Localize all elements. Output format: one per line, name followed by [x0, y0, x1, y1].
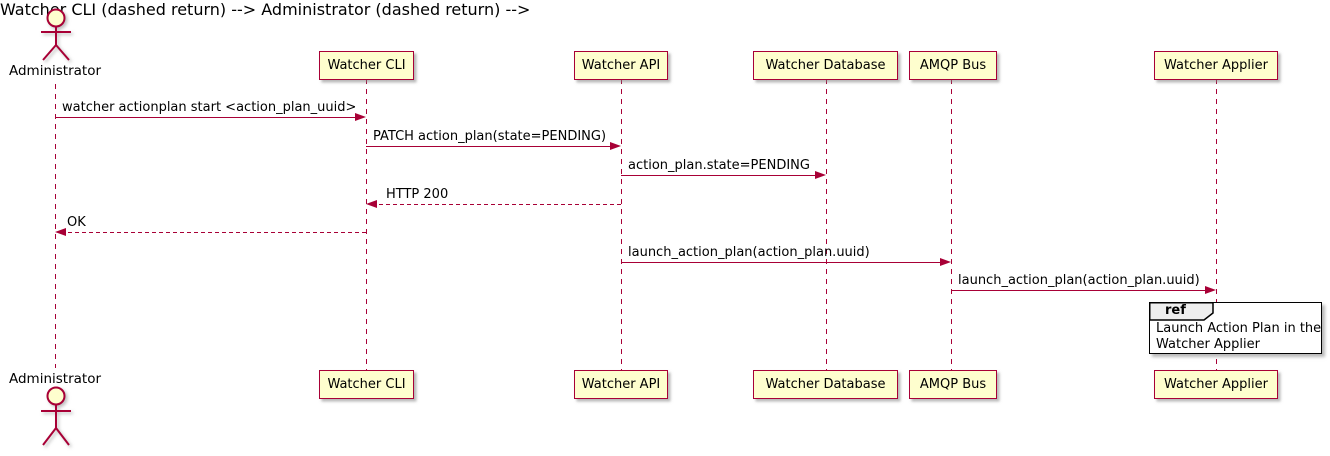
- participant-amqp-bus-top: AMQP Bus: [909, 51, 997, 80]
- message-label: PATCH action_plan(state=PENDING): [373, 129, 607, 144]
- message-label: HTTP 200: [386, 187, 449, 202]
- ref-tag: ref: [1165, 303, 1186, 318]
- message-label: launch_action_plan(action_plan.uuid): [958, 273, 1200, 288]
- arrowhead-right: [1205, 286, 1216, 294]
- actor-label-bottom: Administrator: [8, 371, 102, 387]
- message-line: [366, 146, 610, 147]
- lifeline-watcher-api: [621, 79, 622, 370]
- arrowhead-right: [610, 142, 621, 150]
- participant-watcher-cli-bottom: Watcher CLI: [319, 370, 414, 399]
- ref-tab-shape: [1148, 301, 1214, 321]
- lifeline-administrator: [55, 84, 56, 368]
- lifeline-watcher-database: [826, 79, 827, 370]
- message-label: watcher actionplan start <action_plan_uu…: [62, 100, 357, 115]
- lifeline-watcher-applier: [1216, 79, 1217, 370]
- actor-administrator-icon: [41, 8, 71, 61]
- message-line-dashed: [372, 204, 621, 205]
- participant-watcher-cli-top: Watcher CLI: [319, 51, 414, 80]
- message-label: launch_action_plan(action_plan.uuid): [628, 245, 870, 260]
- message-line: [621, 175, 815, 176]
- ref-fragment: ref Launch Action Plan in the Watcher Ap…: [1148, 301, 1322, 354]
- arrowhead-left: [55, 228, 66, 236]
- actor-administrator-icon: [41, 386, 71, 446]
- participant-watcher-applier-bottom: Watcher Applier: [1154, 370, 1278, 399]
- arrowhead-left: [366, 200, 377, 208]
- participant-watcher-database-bottom: Watcher Database: [753, 370, 898, 399]
- participant-watcher-database-top: Watcher Database: [753, 51, 898, 80]
- participant-amqp-bus-bottom: AMQP Bus: [909, 370, 997, 399]
- participant-watcher-api-bottom: Watcher API: [574, 370, 668, 399]
- message-line: [55, 117, 356, 118]
- lifeline-amqp-bus: [951, 79, 952, 370]
- message-label: OK: [67, 215, 86, 230]
- ref-text-line2: Watcher Applier: [1156, 337, 1260, 352]
- participant-watcher-api-top: Watcher API: [574, 51, 668, 80]
- arrowhead-right: [815, 171, 826, 179]
- arrowhead-right: [940, 258, 951, 266]
- message-label: action_plan.state=PENDING: [628, 158, 810, 173]
- message-line: [621, 262, 940, 263]
- arrowhead-right: [355, 113, 366, 121]
- ref-text-line1: Launch Action Plan in the: [1156, 321, 1322, 336]
- message-line: [951, 290, 1205, 291]
- lifeline-watcher-cli: [366, 79, 367, 370]
- participant-watcher-applier-top: Watcher Applier: [1154, 51, 1278, 80]
- actor-label-top: Administrator: [8, 63, 102, 79]
- message-line-dashed: [61, 232, 366, 233]
